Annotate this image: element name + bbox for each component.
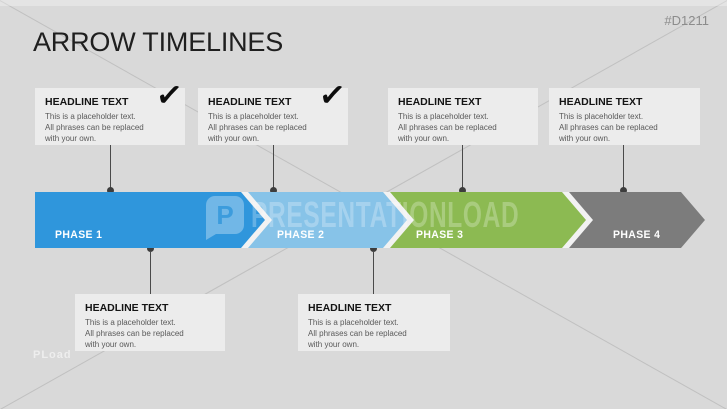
connector-line xyxy=(372,251,374,294)
phase-1-label: PHASE 1 xyxy=(55,229,103,241)
phase-arrow-2[interactable]: PHASE 2 xyxy=(248,192,407,248)
connector-line xyxy=(461,145,463,189)
template-code: #D1211 xyxy=(664,13,709,28)
connector-dot xyxy=(269,187,277,194)
connector-dot xyxy=(106,187,114,194)
connector-line xyxy=(622,145,624,189)
card-headline: HEADLINE TEXT xyxy=(85,302,169,314)
slide-title[interactable]: ARROW TIMELINES xyxy=(33,27,284,57)
connector-dot xyxy=(458,187,466,194)
card-headline: HEADLINE TEXT xyxy=(398,96,482,108)
headline-card-top-2[interactable]: ✓ HEADLINE TEXT This is a placeholder te… xyxy=(198,76,348,145)
slide-top-edge-highlight xyxy=(0,0,727,6)
connector-line xyxy=(149,251,151,294)
timeline-band: PHASE 1 PHASE 2 PHASE 3 PHASE 4 xyxy=(35,192,705,248)
headline-card-bottom-1[interactable]: HEADLINE TEXT This is a placeholder text… xyxy=(75,294,225,351)
connector-line xyxy=(272,145,274,189)
headline-card-bottom-2[interactable]: HEADLINE TEXT This is a placeholder text… xyxy=(298,294,450,351)
headline-card-top-3[interactable]: HEADLINE TEXT This is a placeholder text… xyxy=(388,88,538,145)
card-body-text: This is placeholder text. All phrases ca… xyxy=(559,112,658,144)
phase-arrow-3[interactable]: PHASE 3 xyxy=(390,192,586,248)
card-body-text: This is a placeholder text. All phrases … xyxy=(398,112,497,144)
card-body-text: This is a placeholder text. All phrases … xyxy=(45,112,144,144)
connector-line xyxy=(109,145,111,189)
card-body-text: This is a placeholder text. All phrases … xyxy=(208,112,307,144)
connector-dot xyxy=(369,245,377,252)
headline-card-top-4[interactable]: HEADLINE TEXT This is placeholder text. … xyxy=(549,88,700,145)
corner-watermark-text: PLoad xyxy=(33,349,72,361)
phase-2-label: PHASE 2 xyxy=(277,229,325,241)
card-headline: HEADLINE TEXT xyxy=(45,96,129,108)
headline-card-top-1[interactable]: ✓ HEADLINE TEXT This is a placeholder te… xyxy=(35,76,185,145)
connector-dot xyxy=(146,245,154,252)
phase-arrow-1[interactable]: PHASE 1 xyxy=(35,192,265,248)
connector-dot xyxy=(619,187,627,194)
phase-3-label: PHASE 3 xyxy=(416,229,464,241)
phase-4-label: PHASE 4 xyxy=(613,229,661,241)
card-body-text: This is a placeholder text. All phrases … xyxy=(85,318,184,350)
check-icon: ✓ xyxy=(317,75,348,115)
card-headline: HEADLINE TEXT xyxy=(308,302,392,314)
card-headline: HEADLINE TEXT xyxy=(208,96,292,108)
check-icon: ✓ xyxy=(154,75,185,115)
card-headline: HEADLINE TEXT xyxy=(559,96,643,108)
card-body-text: This is a placeholder text. All phrases … xyxy=(308,318,407,350)
